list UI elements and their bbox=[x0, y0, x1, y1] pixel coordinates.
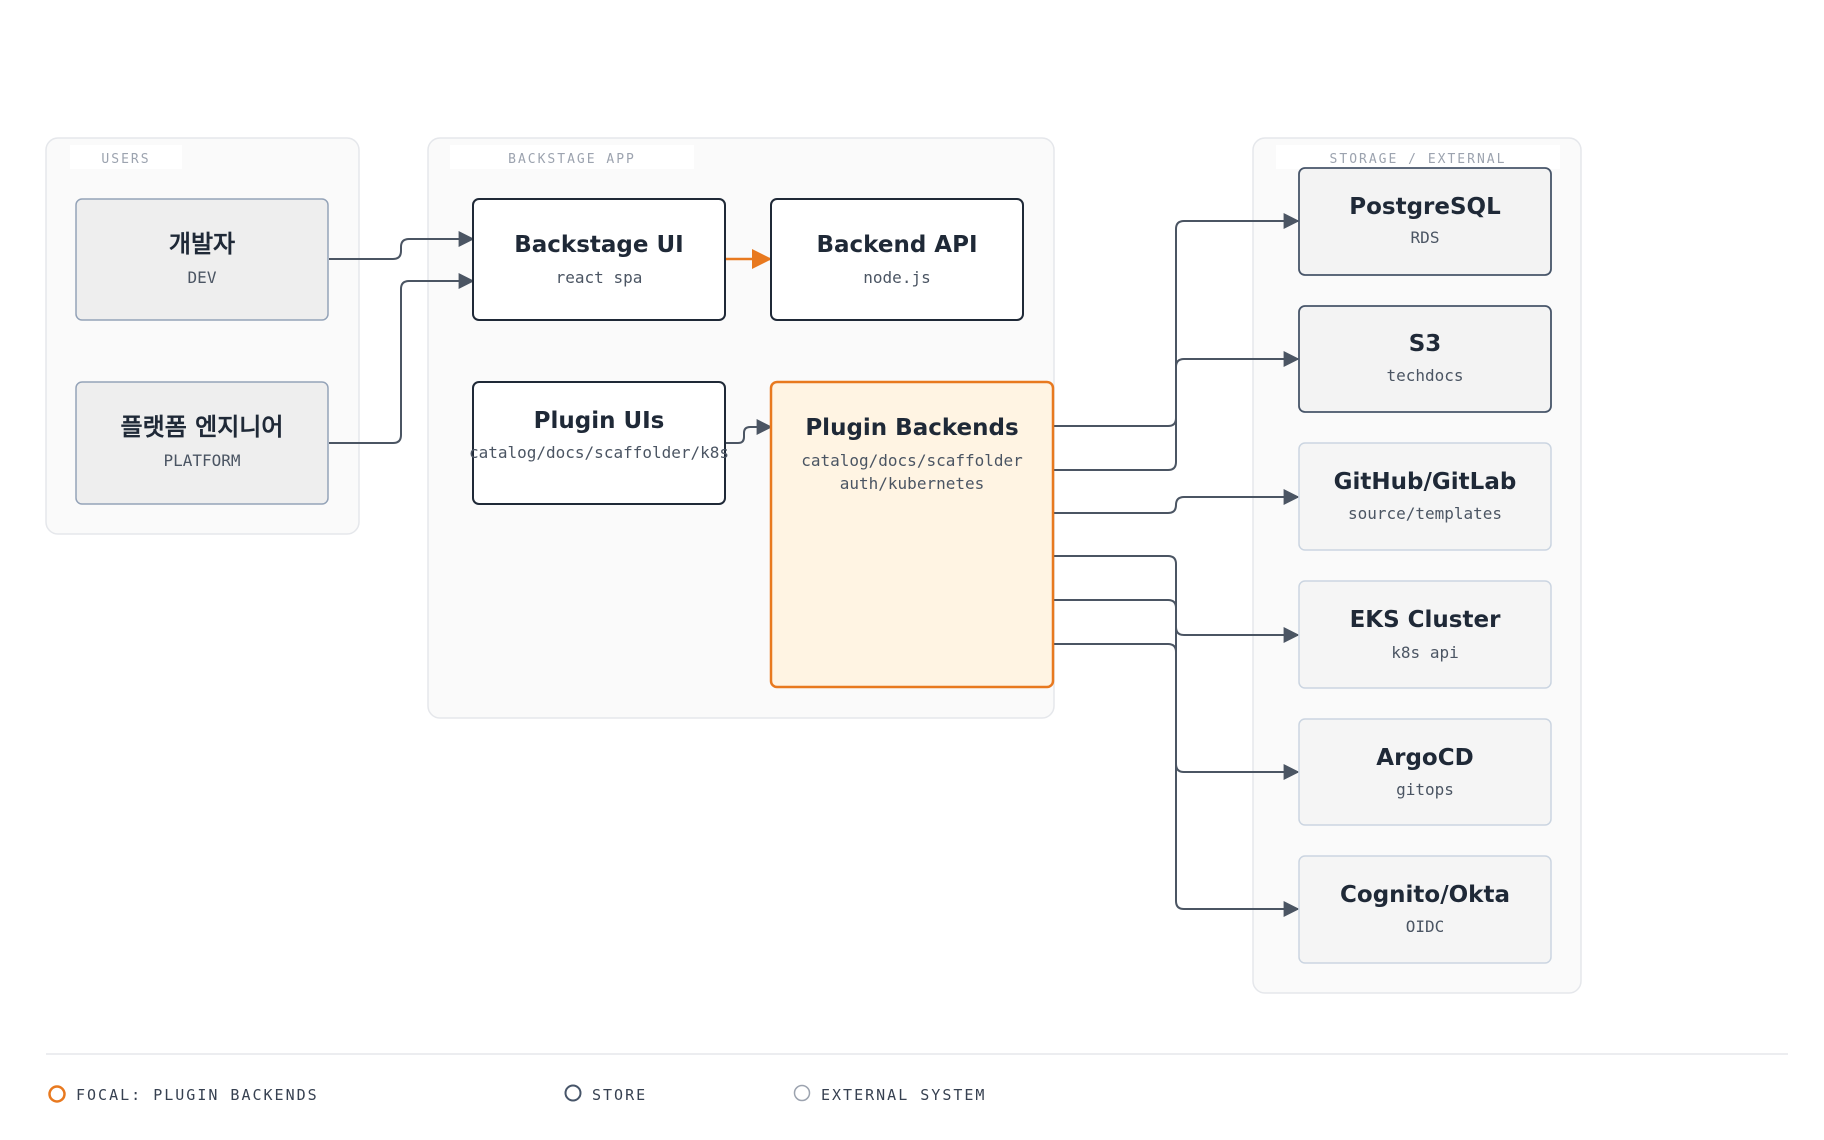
node-s3-title: S3 bbox=[1409, 331, 1442, 357]
node-platform-title: 플랫폼 엔지니어 bbox=[121, 413, 284, 441]
node-cognito-title: Cognito/Okta bbox=[1340, 882, 1510, 908]
node-github-title: GitHub/GitLab bbox=[1334, 469, 1517, 495]
edge-platform-to-ui bbox=[329, 273, 475, 444]
node-dev-sub: DEV bbox=[188, 268, 217, 287]
node-backstage-ui[interactable]: Backstage UI react spa bbox=[472, 198, 726, 321]
node-postgresql-title: PostgreSQL bbox=[1349, 194, 1501, 220]
node-plugin-uis[interactable]: Plugin UIs catalog/docs/scaffolder/k8s bbox=[469, 381, 729, 505]
edge-pb-to-cognito bbox=[1054, 643, 1300, 917]
node-plugin-backends-sub2: auth/kubernetes bbox=[840, 474, 985, 493]
edge-pb-to-eks bbox=[1054, 555, 1300, 643]
group-label-users: USERS bbox=[101, 152, 150, 167]
node-eks[interactable]: EKS Cluster k8s api bbox=[1298, 580, 1552, 689]
node-cognito-sub: OIDC bbox=[1406, 917, 1445, 936]
node-platform[interactable]: 플랫폼 엔지니어 PLATFORM bbox=[75, 381, 329, 505]
edge-pb-to-github bbox=[1054, 489, 1300, 514]
legend-external-marker bbox=[793, 1084, 811, 1102]
legend-store-marker bbox=[564, 1084, 582, 1102]
node-postgresql[interactable]: PostgreSQL RDS bbox=[1298, 167, 1552, 276]
node-backend-api[interactable]: Backend API node.js bbox=[770, 198, 1024, 321]
node-dev-title: 개발자 bbox=[169, 230, 235, 258]
node-plugin-backends[interactable]: Plugin Backends catalog/docs/scaffolder … bbox=[769, 380, 1055, 689]
node-eks-sub: k8s api bbox=[1391, 643, 1458, 662]
edge-pb-to-postgresql bbox=[1054, 213, 1300, 427]
node-platform-sub: PLATFORM bbox=[163, 451, 240, 470]
node-dev[interactable]: 개발자 DEV bbox=[75, 198, 329, 321]
node-plugin-backends-title: Plugin Backends bbox=[805, 415, 1018, 441]
group-label-storage: STORAGE / EXTERNAL bbox=[1330, 152, 1507, 167]
node-backend-api-sub: node.js bbox=[863, 268, 930, 287]
node-backstage-ui-title: Backstage UI bbox=[514, 232, 684, 258]
node-argocd[interactable]: ArgoCD gitops bbox=[1298, 718, 1552, 826]
legend: FOCAL: PLUGIN BACKENDS STORE EXTERNAL SY… bbox=[48, 1084, 986, 1104]
edges bbox=[329, 213, 1300, 917]
node-s3-sub: techdocs bbox=[1386, 366, 1463, 385]
node-plugin-uis-sub: catalog/docs/scaffolder/k8s bbox=[469, 443, 729, 462]
legend-store-label: STORE bbox=[592, 1086, 647, 1104]
legend-focal-marker bbox=[48, 1085, 66, 1103]
edge-dev-to-ui bbox=[329, 231, 475, 260]
node-backend-api-title: Backend API bbox=[816, 232, 977, 258]
node-argocd-title: ArgoCD bbox=[1376, 745, 1473, 771]
node-cognito[interactable]: Cognito/Okta OIDC bbox=[1298, 855, 1552, 964]
node-github-sub: source/templates bbox=[1348, 504, 1502, 523]
node-postgresql-sub: RDS bbox=[1411, 228, 1440, 247]
node-eks-title: EKS Cluster bbox=[1350, 607, 1502, 633]
node-github[interactable]: GitHub/GitLab source/templates bbox=[1298, 442, 1552, 551]
node-plugin-backends-sub1: catalog/docs/scaffolder bbox=[801, 451, 1023, 470]
node-s3[interactable]: S3 techdocs bbox=[1298, 305, 1552, 413]
node-plugin-uis-title: Plugin UIs bbox=[534, 408, 665, 434]
node-argocd-sub: gitops bbox=[1396, 780, 1454, 799]
group-label-app: BACKSTAGE APP bbox=[508, 152, 636, 167]
legend-external-label: EXTERNAL SYSTEM bbox=[821, 1086, 986, 1104]
legend-focal-label: FOCAL: PLUGIN BACKENDS bbox=[76, 1086, 319, 1104]
edge-pluginui-to-pluginbackend bbox=[726, 419, 773, 444]
edge-pb-to-s3 bbox=[1054, 351, 1300, 471]
node-backstage-ui-sub: react spa bbox=[556, 268, 643, 287]
